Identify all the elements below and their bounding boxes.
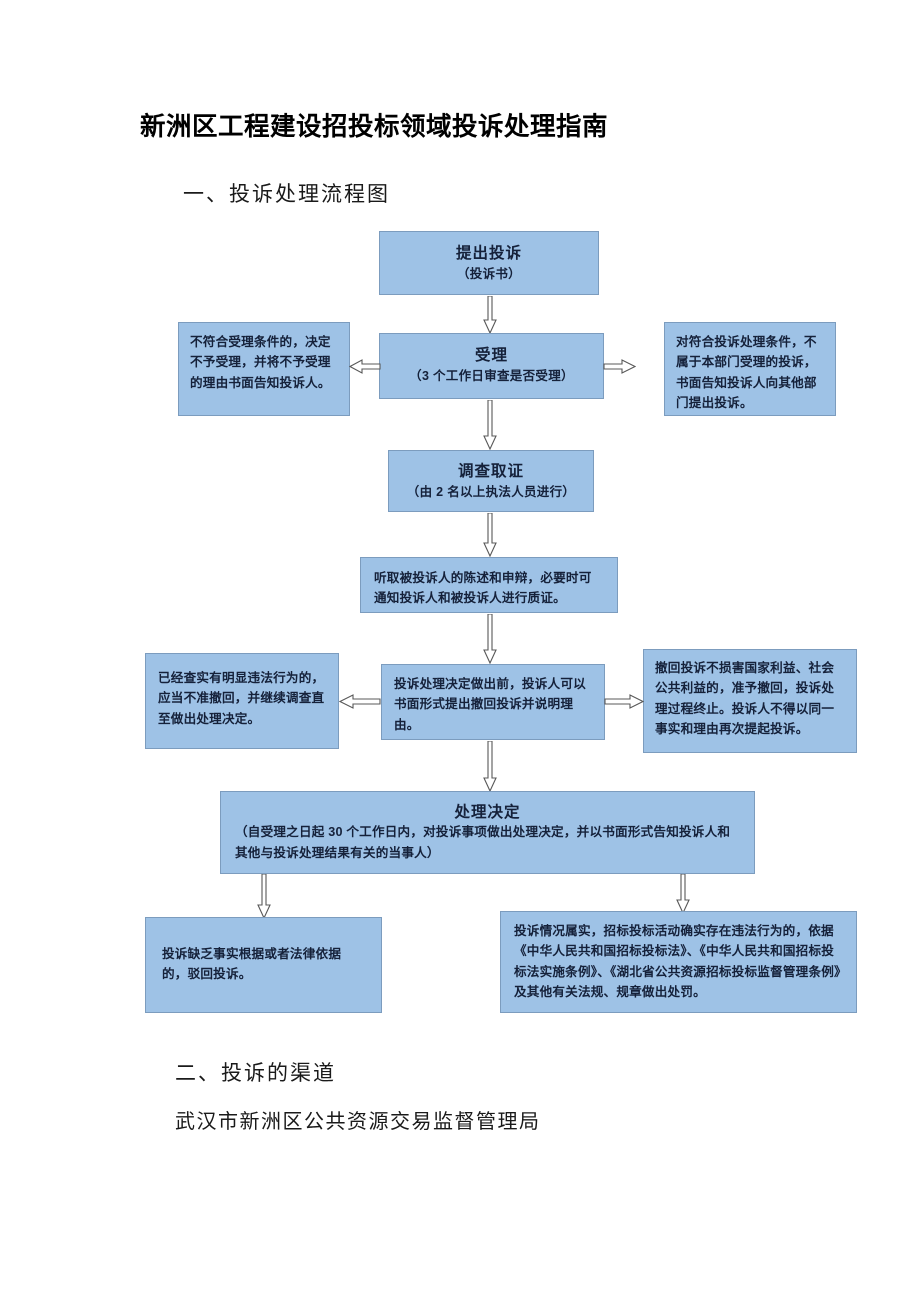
flow-node-investigation-sub: （由 2 名以上执法人员进行） bbox=[406, 485, 576, 499]
flow-node-dismiss-complaint: 投诉缺乏事实根据或者法律依据的，驳回投诉。 bbox=[145, 917, 382, 1013]
arrow-down-decision-to-penalty bbox=[676, 874, 690, 914]
flow-node-investigation-title: 调查取证 bbox=[457, 463, 524, 480]
flow-node-hearing-statement: 听取被投诉人的陈述和申辩，必要时可通知投诉人和被投诉人进行质证。 bbox=[360, 557, 618, 613]
flow-node-reject-not-qualified-text: 不符合受理条件的，决定不予受理，并将不予受理的理由书面告知投诉人。 bbox=[190, 335, 331, 390]
flow-node-continue-investigation-text: 已经查实有明显违法行为的，应当不准撤回，并继续调查直至做出处理决定。 bbox=[158, 671, 325, 726]
flow-node-submit-complaint-title: 提出投诉 bbox=[455, 245, 522, 262]
flow-node-handling-decision: 处理决定 （自受理之日起 30 个工作日内，对投诉事项做出处理决定，并以书面形式… bbox=[220, 791, 755, 874]
bureau-name: 武汉市新洲区公共资源交易监督管理局 bbox=[175, 1111, 541, 1133]
flow-node-penalty: 投诉情况属实，招标投标活动确实存在违法行为的，依据《中华人民共和国招标投标法》、… bbox=[500, 911, 857, 1013]
flow-node-reject-not-qualified: 不符合受理条件的，决定不予受理，并将不予受理的理由书面告知投诉人。 bbox=[178, 322, 350, 416]
arrow-down-withdraw-to-decision bbox=[483, 741, 497, 792]
flow-node-withdraw-request-text: 投诉处理决定做出前，投诉人可以书面形式提出撤回投诉并说明理由。 bbox=[394, 677, 586, 732]
section-heading-flowchart: 一、投诉处理流程图 bbox=[183, 183, 390, 206]
arrow-down-hearing-to-withdraw bbox=[483, 614, 497, 664]
flow-node-transfer-other-department-text: 对符合投诉处理条件，不属于本部门受理的投诉，书面告知投诉人向其他部门提出投诉。 bbox=[676, 335, 817, 411]
flow-node-allow-withdraw: 撤回投诉不损害国家利益、社会公共利益的，准予撤回，投诉处理过程终止。投诉人不得以… bbox=[643, 649, 857, 753]
section-heading-channel: 二、投诉的渠道 bbox=[175, 1062, 336, 1085]
arrow-left-accept-to-reject bbox=[349, 359, 381, 375]
flow-node-hearing-statement-text: 听取被投诉人的陈述和申辩，必要时可通知投诉人和被投诉人进行质证。 bbox=[374, 571, 592, 606]
flow-node-accept: 受理 （3 个工作日审查是否受理） bbox=[379, 333, 604, 399]
arrow-down-submit-to-accept bbox=[483, 296, 497, 334]
arrow-right-accept-to-other-department bbox=[603, 359, 636, 375]
flow-node-allow-withdraw-text: 撤回投诉不损害国家利益、社会公共利益的，准予撤回，投诉处理过程终止。投诉人不得以… bbox=[655, 661, 835, 737]
flow-node-handling-decision-sub: （自受理之日起 30 个工作日内，对投诉事项做出处理决定，并以书面形式告知投诉人… bbox=[235, 825, 731, 860]
arrow-down-decision-to-dismiss bbox=[257, 874, 271, 919]
flow-node-submit-complaint-sub: （投诉书） bbox=[456, 267, 521, 281]
flow-node-submit-complaint: 提出投诉 （投诉书） bbox=[379, 231, 599, 295]
flow-node-continue-investigation: 已经查实有明显违法行为的，应当不准撤回，并继续调查直至做出处理决定。 bbox=[145, 653, 339, 749]
flow-node-transfer-other-department: 对符合投诉处理条件，不属于本部门受理的投诉，书面告知投诉人向其他部门提出投诉。 bbox=[664, 322, 836, 416]
flow-node-handling-decision-title: 处理决定 bbox=[454, 804, 521, 821]
arrow-right-withdraw-to-allow bbox=[604, 694, 644, 710]
flow-node-accept-sub: （3 个工作日审查是否受理） bbox=[409, 369, 574, 383]
page-title: 新洲区工程建设招投标领域投诉处理指南 bbox=[140, 113, 609, 141]
arrow-left-withdraw-to-continue bbox=[339, 694, 381, 710]
arrow-down-accept-to-investigate bbox=[483, 400, 497, 450]
flow-node-investigation: 调查取证 （由 2 名以上执法人员进行） bbox=[388, 450, 594, 512]
flow-node-withdraw-request: 投诉处理决定做出前，投诉人可以书面形式提出撤回投诉并说明理由。 bbox=[381, 664, 605, 740]
arrow-down-investigate-to-hearing bbox=[483, 513, 497, 557]
flow-node-accept-title: 受理 bbox=[474, 347, 508, 364]
flow-node-dismiss-complaint-text: 投诉缺乏事实根据或者法律依据的，驳回投诉。 bbox=[162, 947, 342, 982]
flow-node-penalty-text: 投诉情况属实，招标投标活动确实存在违法行为的，依据《中华人民共和国招标投标法》、… bbox=[514, 924, 841, 1000]
